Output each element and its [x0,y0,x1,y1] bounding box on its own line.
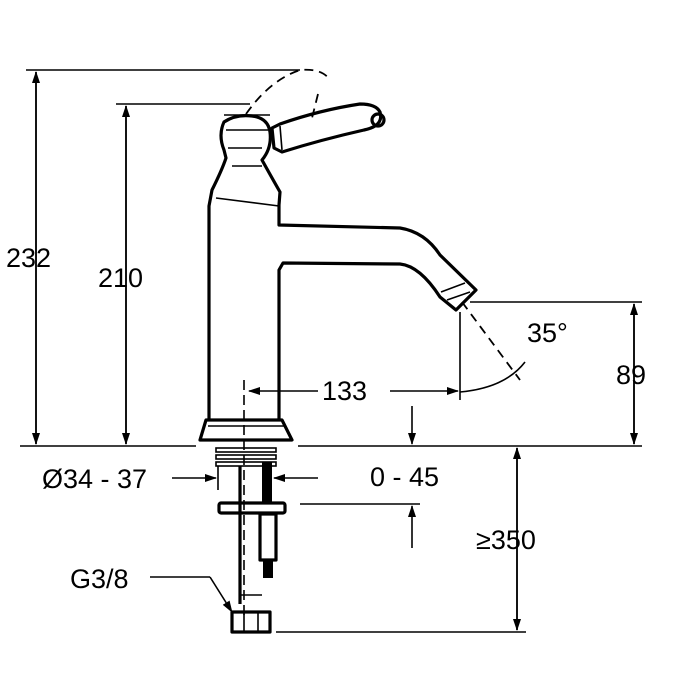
faucet-body [198,114,478,442]
dim-handle-height: 210 [98,263,144,293]
extension-lines [20,69,642,633]
dim-outlet-height: 89 [616,360,647,390]
dim-hole-diameter: Ø34 - 37 [42,464,148,494]
dimension-lines [32,71,638,631]
dim-spout-reach: 133 [322,376,368,406]
dim-hose-length: ≥350 [476,525,536,555]
mounting-parts [215,447,287,634]
handle-lever [270,102,386,154]
dim-thread: G3/8 [70,564,129,594]
dim-angle: 35° [527,318,568,348]
dim-deck-thickness: 0 - 45 [370,462,440,492]
dim-total-height: 232 [6,243,52,273]
